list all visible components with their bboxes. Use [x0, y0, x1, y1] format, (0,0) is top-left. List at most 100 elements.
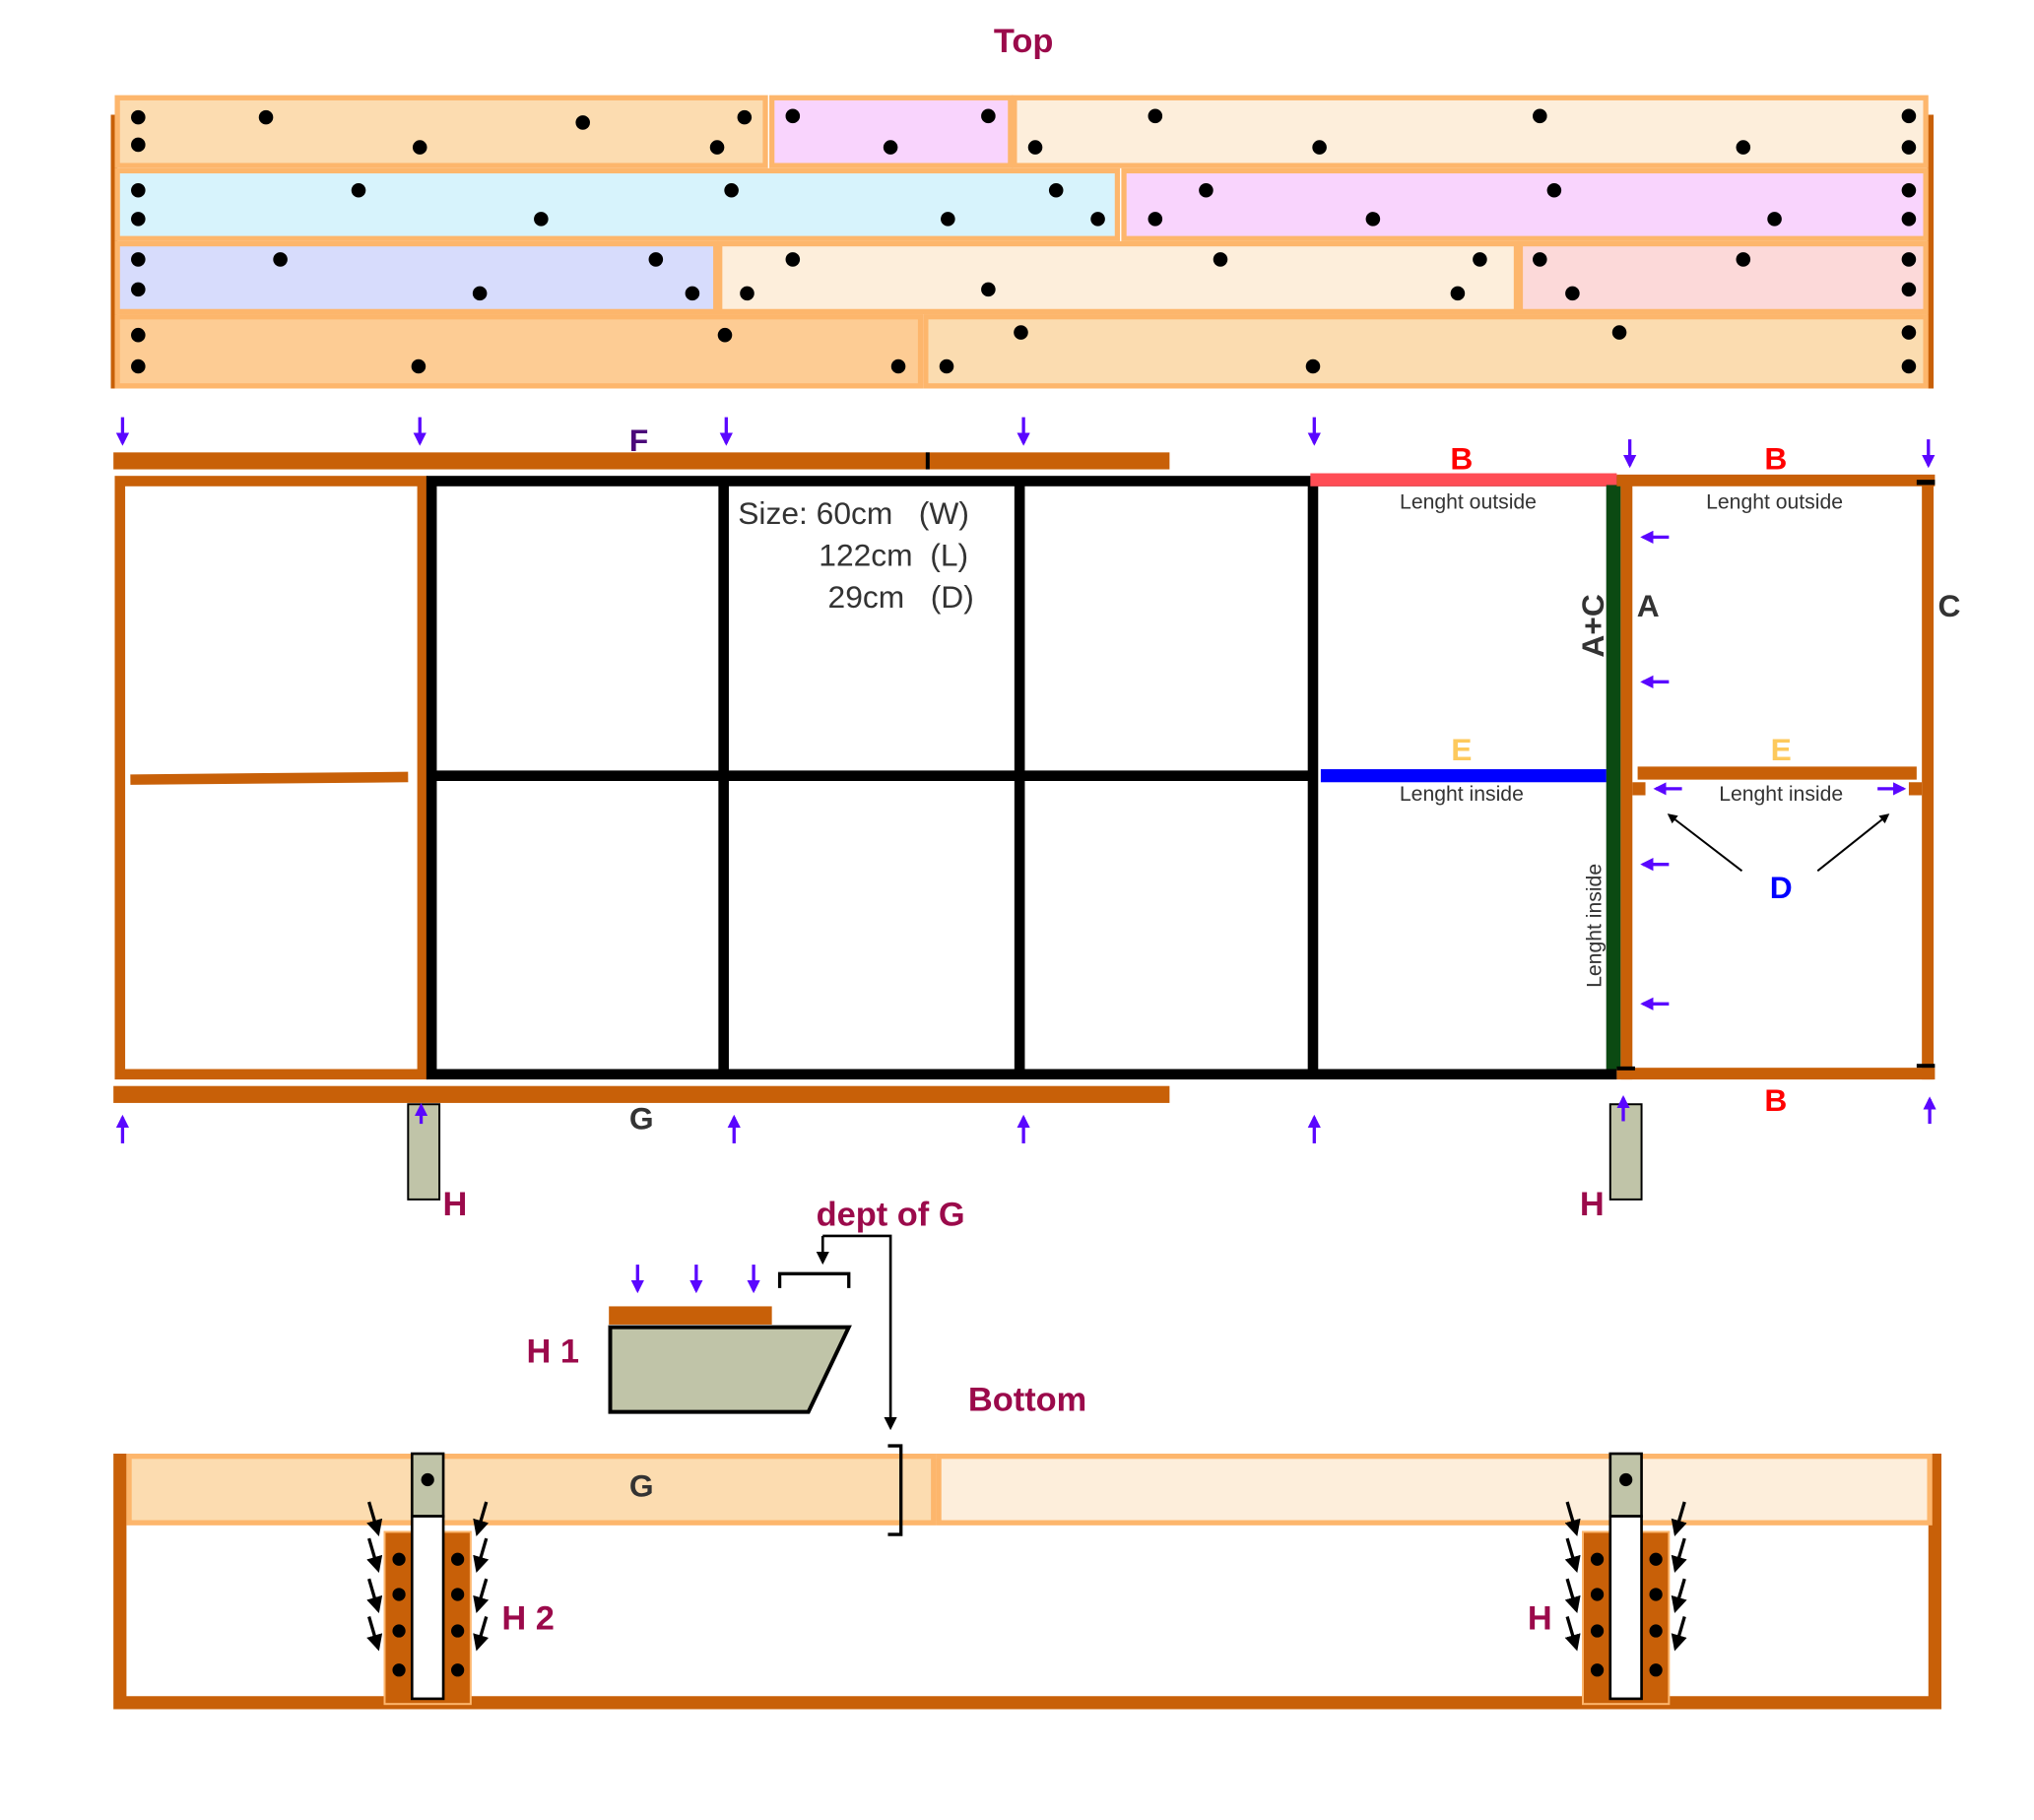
screw-hole — [1901, 212, 1917, 227]
screw-hole — [1736, 140, 1751, 155]
screw-hole — [351, 182, 366, 198]
screw-hole — [1199, 182, 1214, 198]
top-plank — [114, 314, 924, 389]
screw-arrow-icon — [1671, 1501, 1687, 1536]
top-plank — [1012, 95, 1929, 168]
screw-hole — [1213, 252, 1228, 267]
screw-hole — [724, 182, 739, 198]
screw-hole — [1090, 212, 1105, 227]
top-view — [110, 95, 1935, 389]
screw-hole — [131, 358, 146, 374]
h1-detail: dept of G H 1 Bottom — [526, 1196, 1086, 1431]
screw-arrow-icon — [1564, 1578, 1581, 1614]
length-inside-left: Lenght inside — [1400, 783, 1524, 806]
screw-hole — [1148, 108, 1163, 124]
panel-e — [1320, 769, 1607, 783]
screw-hole — [131, 327, 146, 343]
h1-bracket-shape — [608, 1325, 852, 1414]
screw-arrow-icon — [1564, 1537, 1581, 1574]
screw-hole — [883, 140, 898, 155]
screw-hole — [709, 140, 725, 155]
screw-hole — [1533, 108, 1547, 124]
screw-hole — [1901, 108, 1917, 124]
label-b-bottom: B — [1764, 1082, 1787, 1118]
screw-hole — [1611, 325, 1627, 340]
label-d: D — [1770, 870, 1793, 905]
bottom-title: Bottom — [968, 1381, 1086, 1418]
screw-hole — [685, 286, 700, 301]
screw-arrow-icon — [1564, 1616, 1581, 1652]
label-h-left: H — [443, 1186, 468, 1223]
length-inside-vertical: Lenght inside — [1584, 864, 1607, 988]
h2-bracket-assembly — [1564, 1452, 1687, 1706]
screw-hole — [273, 252, 288, 267]
post-h-left — [407, 1103, 441, 1201]
label-a: A — [1637, 588, 1660, 623]
top-plank — [114, 167, 1121, 241]
screw-hole — [131, 212, 146, 227]
top-plank — [923, 314, 1929, 389]
screw-hole — [1305, 358, 1321, 374]
screw-arrow-icon — [473, 1501, 490, 1536]
plank-g-bottom — [126, 1454, 937, 1526]
label-c: C — [1937, 588, 1960, 623]
screw-hole — [412, 140, 427, 155]
screw-hole — [131, 282, 146, 297]
label-g: G — [629, 1100, 654, 1136]
screw-hole — [1473, 252, 1487, 267]
length-inside-right: Lenght inside — [1719, 783, 1843, 806]
screw-hole — [785, 108, 801, 124]
top-plank — [114, 240, 719, 315]
screw-hole — [258, 109, 274, 125]
screw-hole — [737, 109, 753, 125]
screw-hole — [1546, 182, 1562, 198]
screw-hole — [1048, 182, 1064, 198]
screw-hole — [411, 358, 426, 374]
plank-f — [113, 452, 1170, 470]
left-box — [114, 476, 428, 1080]
label-dept-of-g: dept of G — [817, 1196, 965, 1233]
screw-hole — [534, 212, 549, 227]
screw-arrow-icon — [1671, 1537, 1687, 1574]
top-plank — [1121, 167, 1929, 241]
screw-hole — [890, 358, 906, 374]
panel-a-plus-c — [1606, 485, 1621, 1070]
screw-hole — [131, 109, 146, 125]
screw-hole — [1767, 212, 1782, 227]
label-b-right: B — [1764, 441, 1787, 477]
screw-hole — [1148, 212, 1163, 227]
size-line-1: Size: 60cm (W) — [738, 495, 969, 531]
screw-arrow-icon — [366, 1578, 383, 1614]
top-plank — [114, 95, 768, 168]
screw-hole — [1901, 140, 1917, 155]
panel-b — [1310, 473, 1617, 487]
screw-hole — [1312, 140, 1327, 155]
screw-hole — [575, 115, 590, 130]
h2-bracket-assembly — [366, 1452, 490, 1706]
length-outside-right: Lenght outside — [1706, 490, 1843, 513]
screw-hole — [1450, 286, 1466, 301]
screw-hole — [131, 182, 146, 198]
screw-arrow-icon — [1671, 1578, 1687, 1614]
screw-hole — [1901, 252, 1917, 267]
top-plank — [717, 240, 1520, 315]
post-h-right — [1608, 1103, 1643, 1201]
length-outside-left: Lenght outside — [1400, 490, 1537, 513]
screw-hole — [1565, 286, 1580, 301]
screw-arrow-icon — [1564, 1501, 1581, 1536]
label-e-left: E — [1451, 732, 1472, 767]
screw-hole — [981, 282, 996, 297]
screw-hole — [1027, 140, 1043, 155]
screw-arrow-icon — [1671, 1616, 1687, 1652]
screw-hole — [941, 212, 955, 227]
size-line-3: 29cm (D) — [828, 579, 974, 615]
pointer-arrow-icon — [1667, 813, 1743, 873]
screw-hole — [981, 108, 996, 124]
screw-hole — [131, 137, 146, 153]
label-h-right: H — [1580, 1186, 1605, 1223]
label-e-right: E — [1771, 732, 1792, 767]
top-plank — [768, 95, 1014, 168]
screw-hole — [717, 327, 733, 343]
label-f: F — [629, 422, 648, 458]
